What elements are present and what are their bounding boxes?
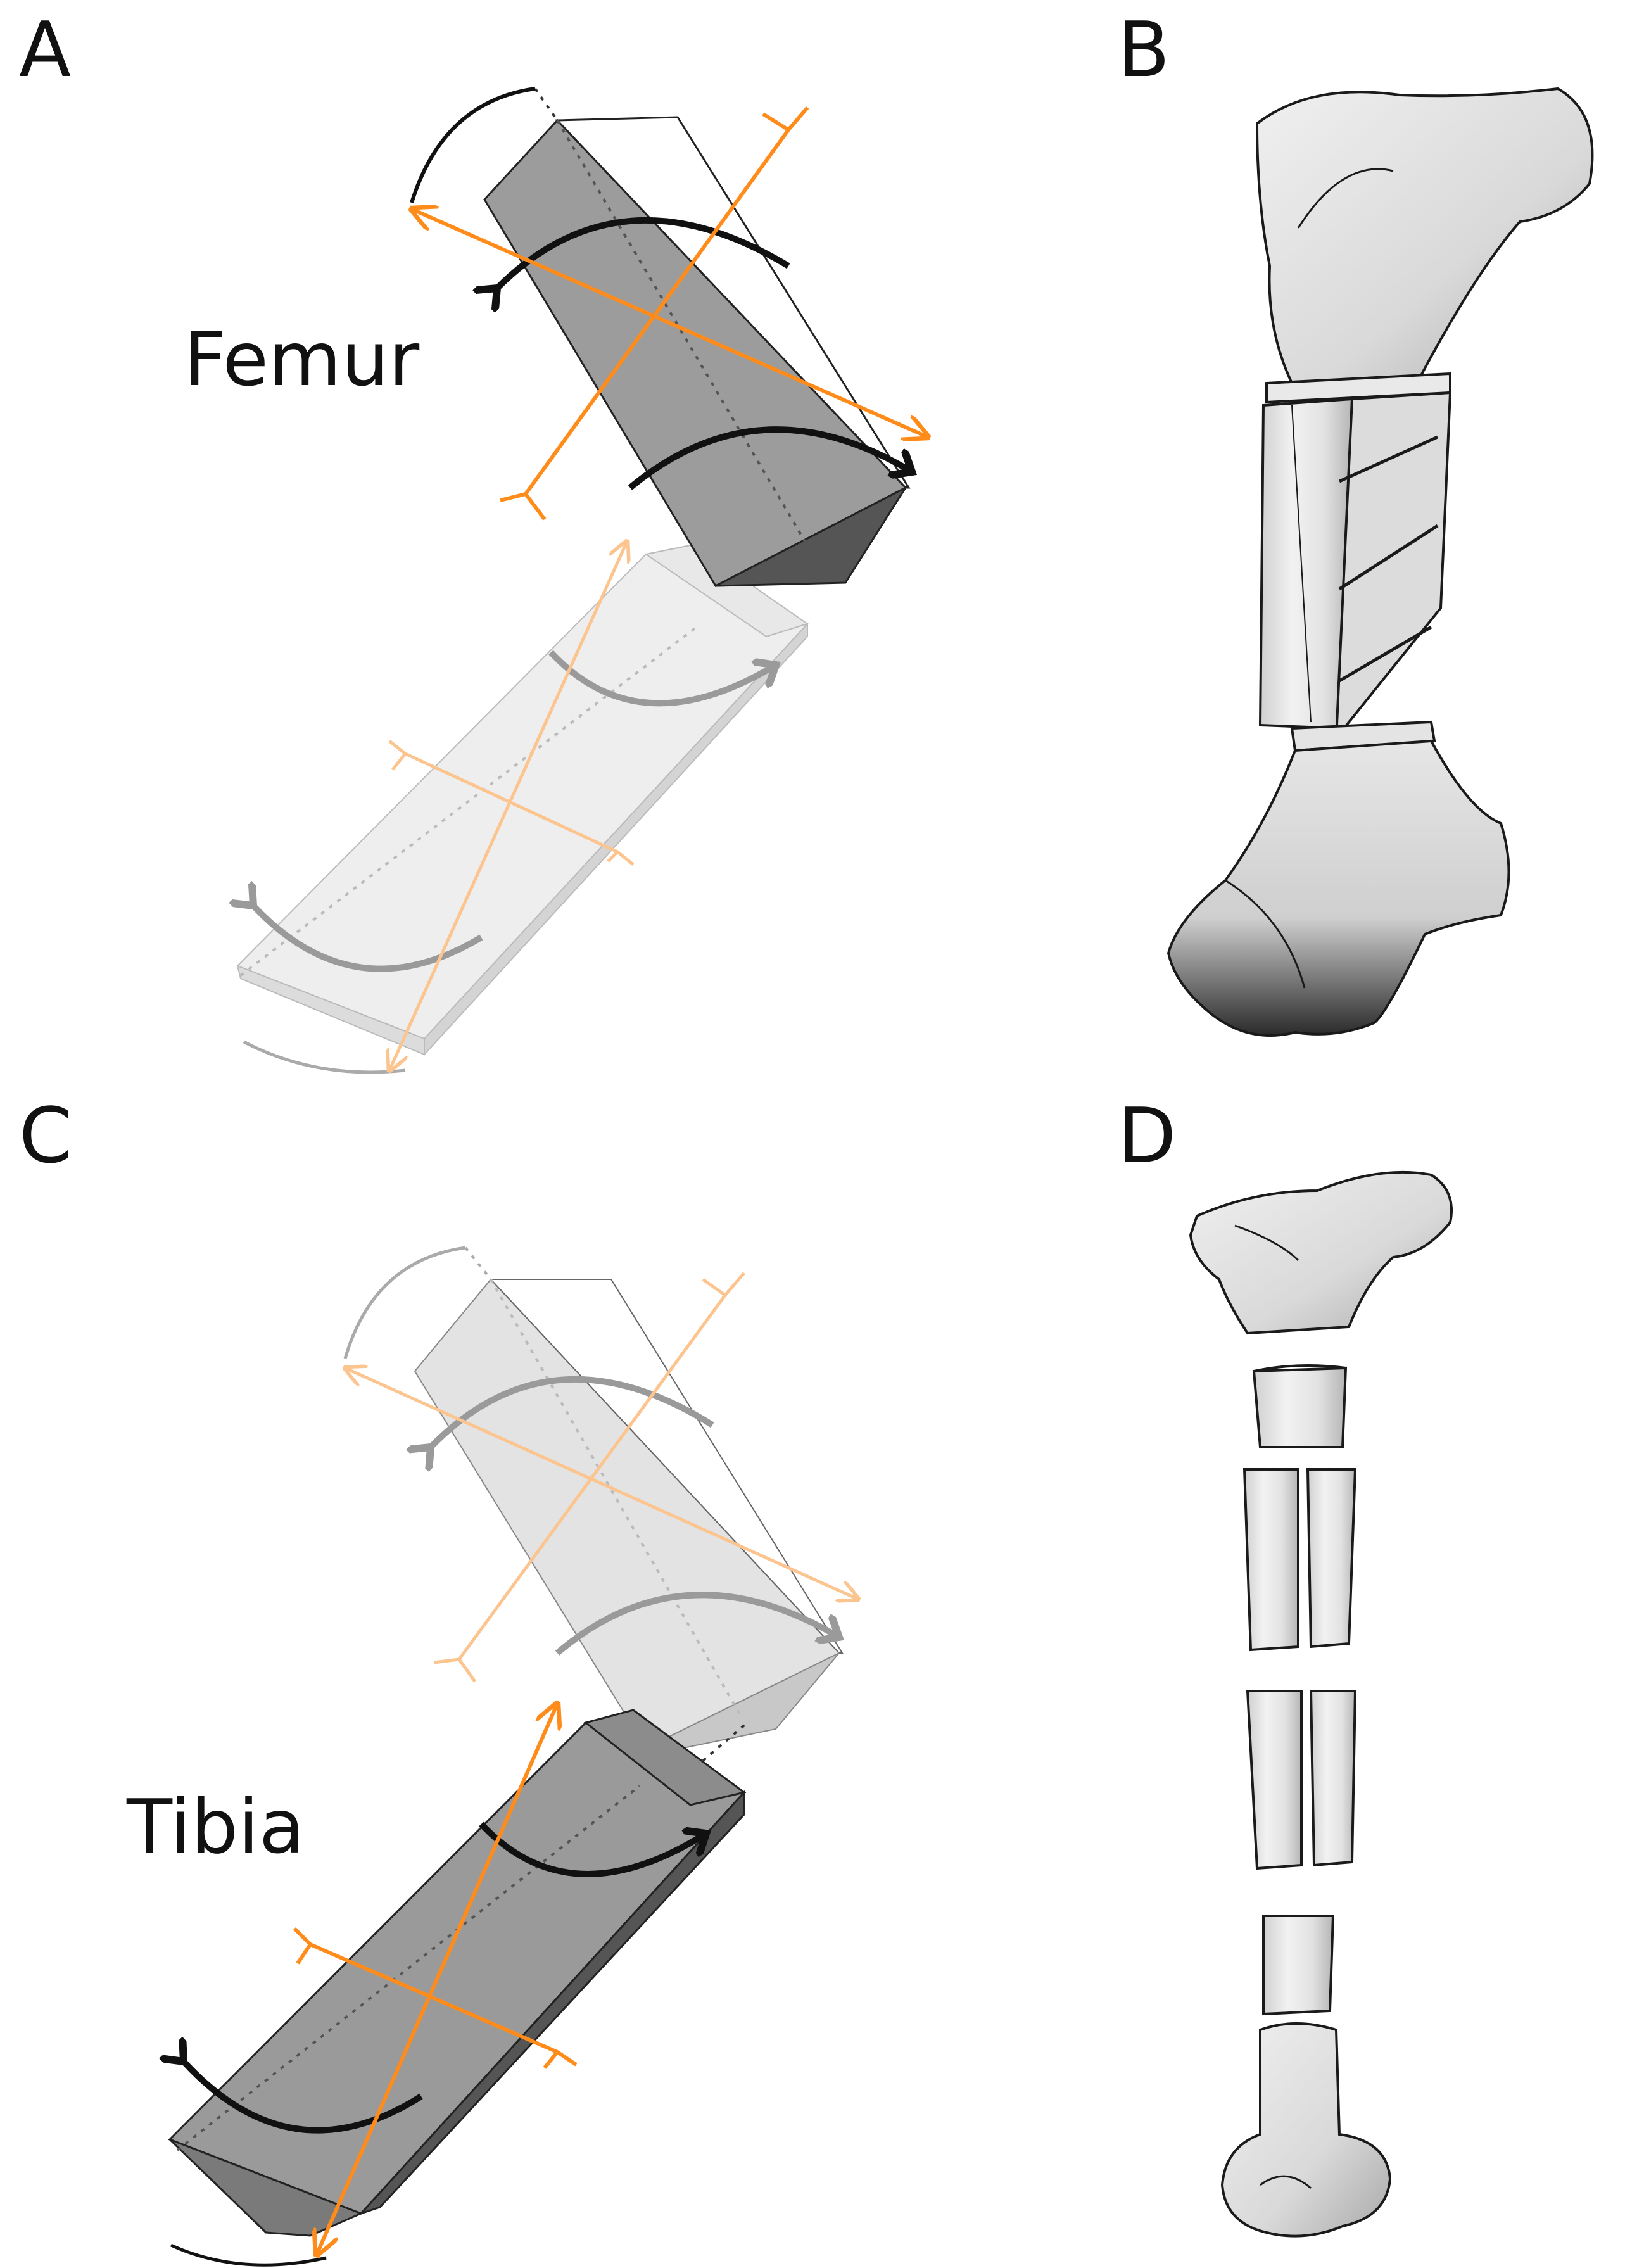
- panel-letter-d: D: [1118, 1093, 1176, 1181]
- femur-label: Femur: [184, 315, 420, 403]
- panel-letter-b: B: [1118, 6, 1170, 94]
- femur-segment-faded: [345, 1246, 858, 1756]
- panel-letter-a: A: [19, 6, 71, 94]
- panel-c: Tibia: [126, 1246, 858, 2267]
- tibia-label: Tibia: [126, 1783, 305, 1870]
- tibia-segment-faded: [237, 542, 809, 1072]
- panel-b-femur-model: [1167, 87, 1594, 1037]
- femur-segment-active: [412, 87, 928, 587]
- panel-a: Femur: [184, 87, 928, 1072]
- panel-d-tibia-model: [1189, 1170, 1453, 2238]
- panel-letter-c: C: [19, 1093, 72, 1181]
- tibia-segment-active: [170, 1704, 749, 2267]
